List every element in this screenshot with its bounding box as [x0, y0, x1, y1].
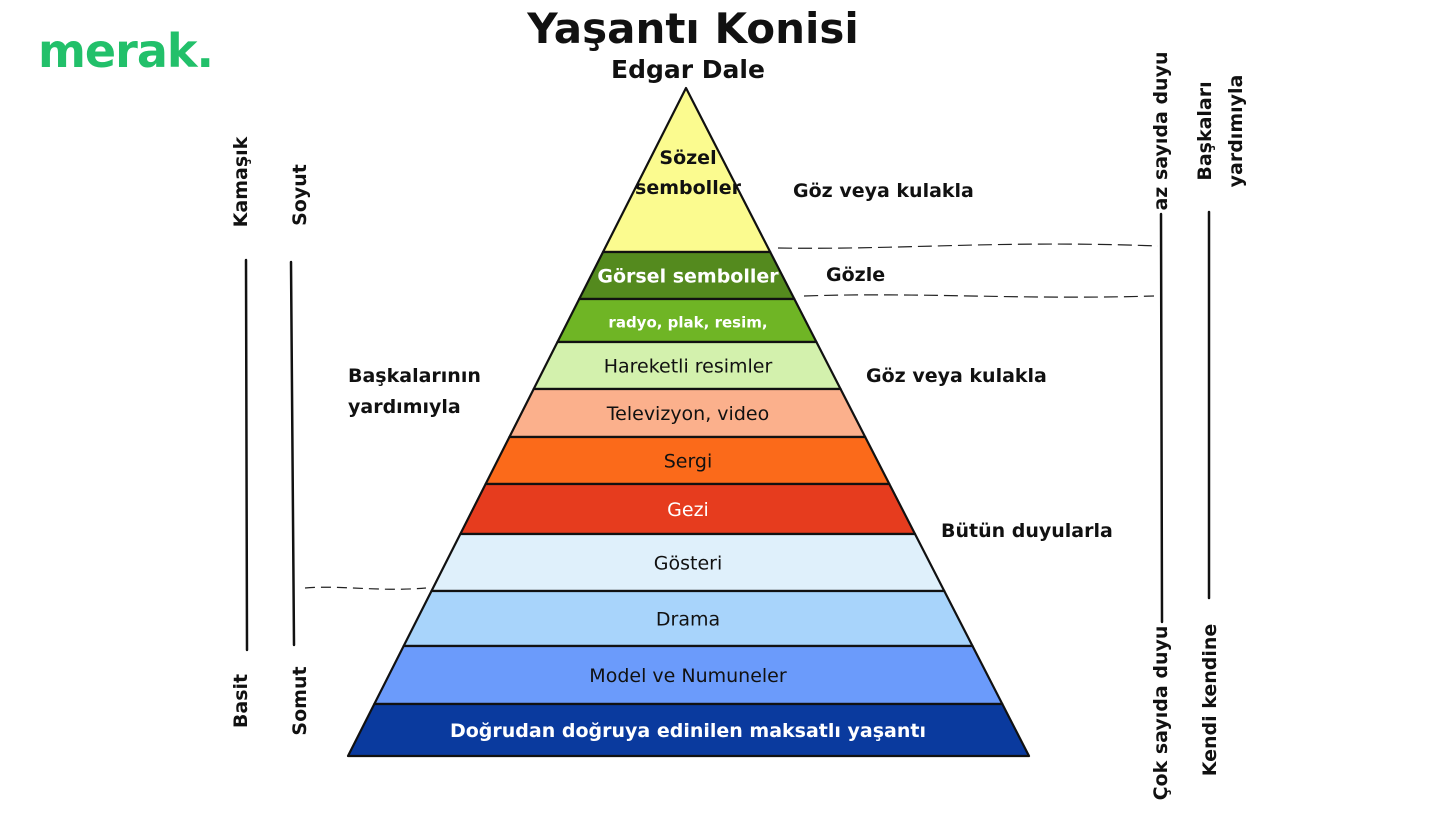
- agency-bottom-label: Kendi kendine: [1199, 623, 1221, 777]
- label-eye: Gözle: [826, 264, 886, 286]
- pyramid-level-10-label: Model ve Numuneler: [589, 665, 787, 687]
- pyramid-level-1: [601, 86, 772, 254]
- complexity-top-label: Kamaşık: [230, 136, 252, 228]
- complexity-axis-line: [244, 258, 249, 652]
- label-eye-or-ear-top: Göz veya kulakla: [793, 180, 974, 202]
- senses-axis-line: [1159, 212, 1164, 624]
- abstraction-axis-line: [289, 260, 296, 647]
- pyramid-level-7-label: Gezi: [667, 499, 709, 521]
- complexity-bottom-label: Basit: [230, 673, 252, 729]
- pyramid-level-5-label: Televizyon, video: [606, 403, 769, 425]
- senses-bottom-label: Çok sayıda duyu: [1150, 625, 1172, 801]
- pyramid-level-4-label: Hareketli resimler: [604, 356, 773, 378]
- abstraction-bottom-label: Somut: [289, 666, 311, 736]
- pyramid-level-8-label: Gösteri: [654, 553, 722, 575]
- pyramid-level-9-label: Drama: [656, 609, 720, 631]
- dashed-guide-middle: [803, 294, 1155, 298]
- dashed-guide-left: [304, 586, 427, 590]
- merak-logo: merak.: [38, 24, 214, 78]
- label-others-help-line2: yardımıyla: [348, 396, 461, 418]
- page-subtitle: Edgar Dale: [611, 55, 765, 84]
- label-all-senses: Bütün duyularla: [941, 520, 1113, 542]
- pyramid-level-11: [346, 702, 1031, 758]
- pyramid-level-6-label: Sergi: [664, 451, 713, 473]
- abstraction-top-label: Soyut: [289, 164, 311, 226]
- senses-top-label: az sayıda duyu: [1150, 51, 1172, 211]
- pyramid-level-3-label: radyo, plak, resim,: [608, 314, 767, 332]
- label-eye-or-ear-mid: Göz veya kulakla: [866, 365, 1047, 387]
- agency-top-label-line2: yardımıyla: [1225, 74, 1247, 188]
- label-others-help-line1: Başkalarının: [348, 365, 481, 387]
- agency-top-label-line1: Başkaları: [1194, 81, 1216, 181]
- dashed-guide-top: [777, 243, 1159, 249]
- page-title: Yaşantı Konisi: [527, 4, 859, 53]
- pyramid-level-11-label: Doğrudan doğruya edinilen maksatlı yaşan…: [450, 720, 926, 742]
- pyramid-level-2-label: Görsel semboller: [597, 266, 779, 288]
